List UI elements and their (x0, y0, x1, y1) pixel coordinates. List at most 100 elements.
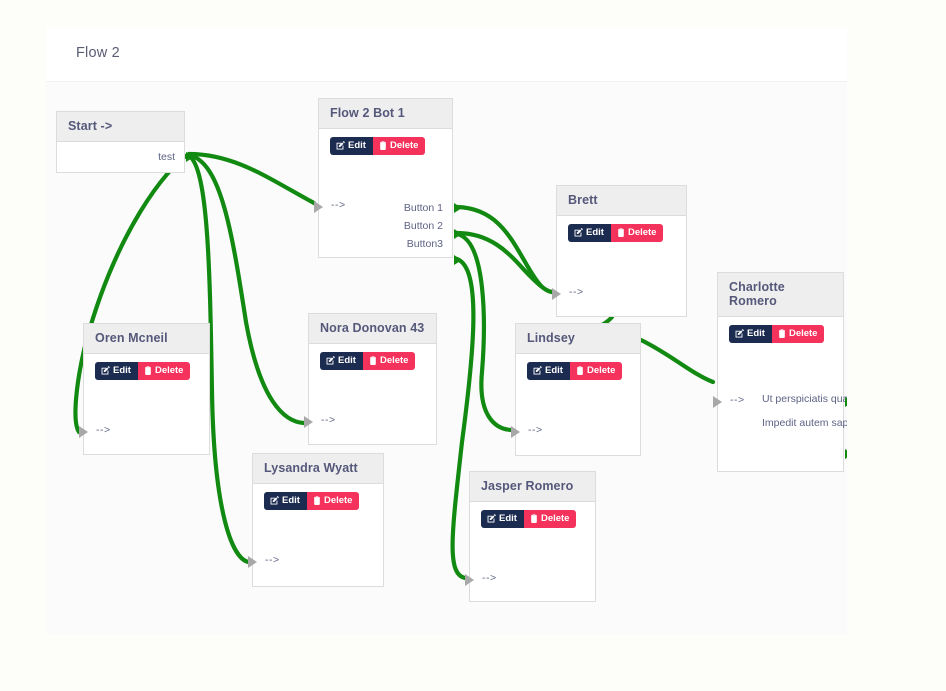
edit-button[interactable]: Edit (568, 224, 611, 242)
pencil-square-icon (326, 356, 335, 365)
node-jasper-romero[interactable]: Jasper Romero Edit Delete (465, 471, 596, 602)
delete-button[interactable]: Delete (610, 224, 664, 242)
output-arrow-icon (845, 397, 847, 407)
flow-canvas[interactable]: Start -> test Flow 2 Bot 1 Edit (46, 82, 847, 634)
delete-button[interactable]: Delete (306, 492, 360, 510)
input-arrow-icon (314, 201, 323, 213)
node-lindsey-body: Edit Delete --> (511, 354, 640, 454)
edit-button[interactable]: Edit (527, 362, 570, 380)
node-lindsey-input-port[interactable]: --> (528, 424, 543, 436)
node-oren-mcneil[interactable]: Oren Mcneil Edit Delete (79, 323, 210, 455)
node-start-title: Start -> (57, 112, 184, 142)
node-jasper-body: Edit Delete --> (465, 502, 595, 600)
edge-button1-to-brett (454, 204, 555, 295)
pencil-square-icon (574, 228, 583, 237)
output-port-button-3[interactable]: Button3 (406, 238, 443, 250)
pencil-square-icon (270, 496, 279, 505)
output-port-button-1[interactable]: Button 1 (403, 202, 443, 214)
trash-icon (617, 228, 625, 238)
node-charlotte-output-ports: Ut perspiciatis qua Impedit autem sapie (762, 392, 847, 440)
edit-button[interactable]: Edit (481, 510, 524, 528)
input-arrow-icon (465, 574, 474, 586)
pencil-square-icon (533, 366, 542, 375)
output-arrow-icon (454, 203, 462, 213)
node-bot1-actions: Edit Delete (319, 129, 426, 155)
node-jasper-input-port[interactable]: --> (482, 572, 497, 584)
edit-button[interactable]: Edit (320, 352, 363, 370)
trash-icon (313, 496, 321, 506)
output-arrow-icon (454, 255, 462, 265)
trash-icon (576, 366, 584, 376)
edge-start-to-bot1 (186, 151, 317, 206)
node-oren-body: Edit Delete --> (79, 354, 209, 453)
pencil-square-icon (101, 366, 110, 375)
edit-button[interactable]: Edit (264, 492, 307, 510)
node-oren-input-port[interactable]: --> (96, 424, 111, 436)
node-start-body: test (57, 142, 194, 171)
delete-button[interactable]: Delete (137, 362, 191, 380)
trash-icon (369, 356, 377, 366)
node-start-output-port-test[interactable]: test (158, 151, 175, 163)
delete-button[interactable]: Delete (523, 510, 577, 528)
node-brett-title: Brett (557, 186, 686, 216)
node-lysandra-input-port[interactable]: --> (265, 554, 280, 566)
edit-button[interactable]: Edit (729, 325, 772, 343)
output-arrow-icon (454, 229, 462, 239)
trash-icon (530, 514, 538, 524)
node-charlotte-title: Charlotte Romero (718, 273, 843, 317)
edge-lindsey-to-charlotte (638, 337, 716, 385)
node-brett-body: Edit Delete --> (552, 216, 686, 315)
node-nora-donovan-43[interactable]: Nora Donovan 43 Edit Delete (304, 313, 437, 445)
node-brett[interactable]: Brett Edit Delete (552, 185, 687, 317)
output-arrow-icon (845, 449, 847, 459)
node-nora-title: Nora Donovan 43 (309, 314, 436, 344)
node-lysandra-title: Lysandra Wyatt (253, 454, 383, 484)
node-flow-2-bot-1[interactable]: Flow 2 Bot 1 Edit Delete (314, 98, 462, 265)
input-arrow-icon (552, 288, 561, 300)
delete-button[interactable]: Delete (362, 352, 416, 370)
edge-button2-to-lindsey (454, 231, 514, 433)
input-arrow-icon (304, 416, 313, 428)
node-charlotte-body: Edit Delete --> Ut perspiciatis qua Impe… (713, 317, 847, 484)
node-charlotte-actions: Edit Delete (718, 317, 825, 343)
node-lindsey-title: Lindsey (516, 324, 640, 354)
output-port-ut-perspiciatis-qua[interactable]: Ut perspiciatis qua (762, 393, 847, 405)
input-arrow-icon (248, 556, 257, 568)
node-nora-body: Edit Delete --> (304, 344, 436, 443)
input-arrow-icon (79, 426, 88, 438)
pencil-square-icon (336, 141, 345, 150)
node-bot1-output-ports: Button 1 Button 2 Button3 (404, 199, 443, 253)
delete-button[interactable]: Delete (569, 362, 623, 380)
node-bot1-body: Edit Delete --> Button 1 Button 2 Button… (314, 129, 462, 265)
node-lysandra-body: Edit Delete --> (248, 484, 383, 585)
node-charlotte-input-port[interactable]: --> (730, 394, 745, 406)
output-port-impedit-autem-sapie[interactable]: Impedit autem sapie (762, 417, 847, 429)
trash-icon (144, 366, 152, 376)
edge-button2-to-brett (454, 230, 555, 295)
flow-header-bar: Flow 2 (46, 27, 847, 82)
node-oren-title: Oren Mcneil (84, 324, 209, 354)
node-lysandra-wyatt[interactable]: Lysandra Wyatt Edit Delete (248, 453, 384, 587)
node-lysandra-actions: Edit Delete (253, 484, 360, 510)
node-lindsey[interactable]: Lindsey Edit Delete (511, 323, 641, 456)
node-charlotte-romero[interactable]: Charlotte Romero Edit Delete (713, 272, 847, 472)
trash-icon (379, 141, 387, 151)
edit-button[interactable]: Edit (330, 137, 373, 155)
trash-icon (778, 329, 786, 339)
pencil-square-icon (487, 514, 496, 523)
node-jasper-title: Jasper Romero (470, 472, 595, 502)
delete-button[interactable]: Delete (372, 137, 426, 155)
node-lindsey-actions: Edit Delete (516, 354, 623, 380)
node-nora-input-port[interactable]: --> (321, 414, 336, 426)
node-brett-actions: Edit Delete (557, 216, 664, 242)
edit-button[interactable]: Edit (95, 362, 138, 380)
output-arrow-icon (186, 152, 194, 162)
node-brett-input-port[interactable]: --> (569, 286, 584, 298)
node-start[interactable]: Start -> test (56, 111, 194, 173)
delete-button[interactable]: Delete (771, 325, 825, 343)
input-arrow-icon (511, 426, 520, 438)
node-oren-actions: Edit Delete (84, 354, 191, 380)
node-bot1-input-port[interactable]: --> (331, 199, 346, 211)
output-port-button-2[interactable]: Button 2 (403, 220, 443, 232)
